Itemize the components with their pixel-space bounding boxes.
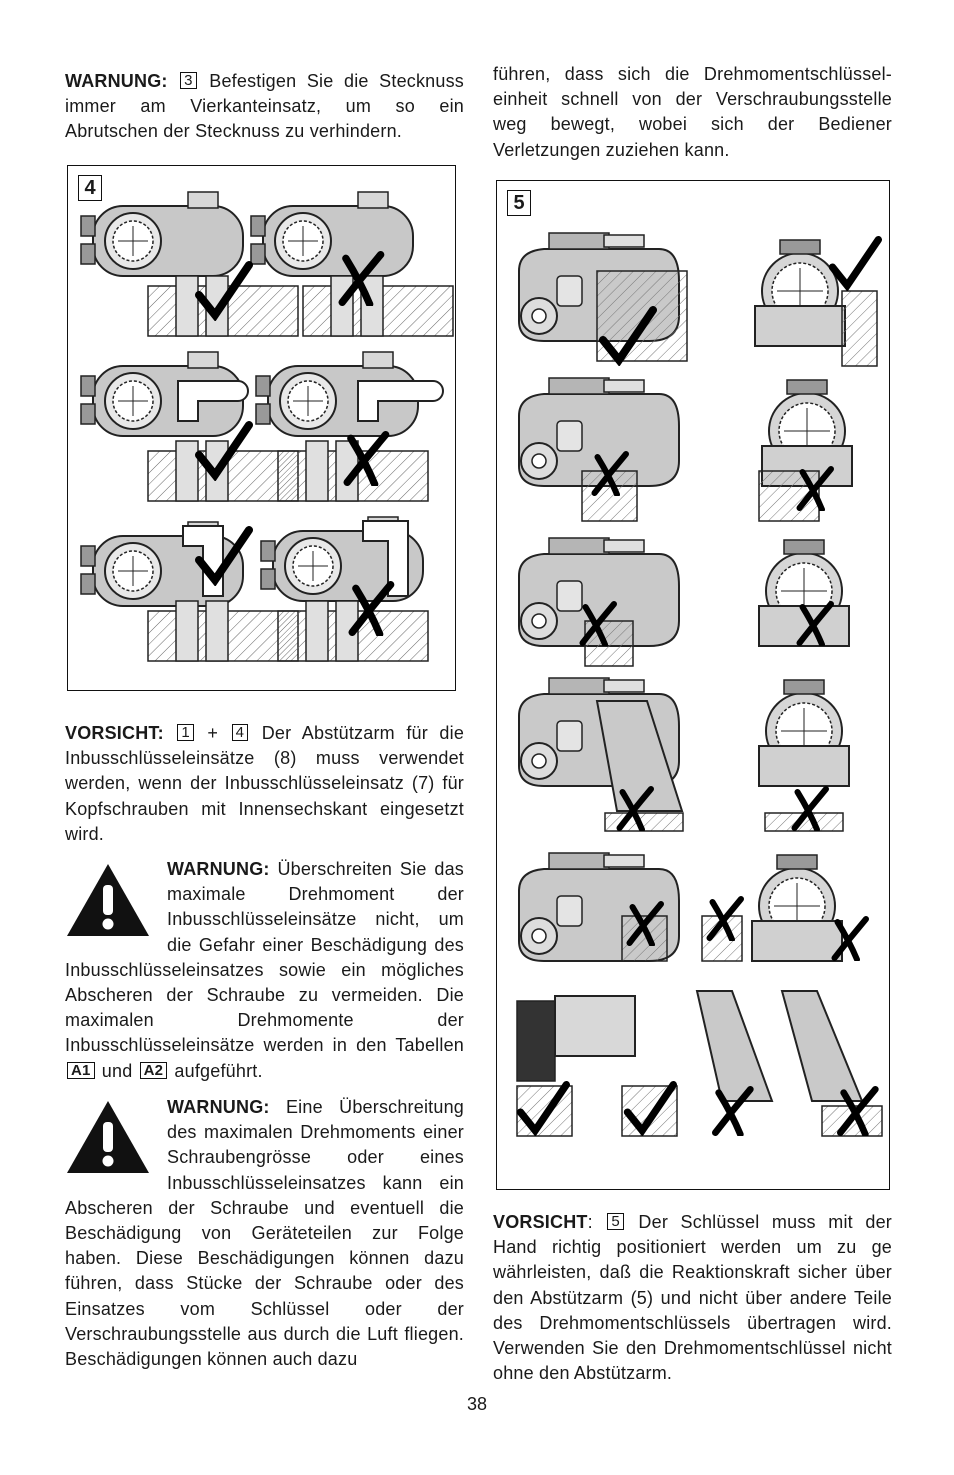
caution-label: VORSICHT:: [65, 723, 164, 743]
warning-label: WARNUNG:: [167, 1097, 270, 1117]
cross-icon: [706, 896, 744, 941]
warning-tail-text: aufgeführt.: [174, 1060, 263, 1081]
caution-text: Der Schlüssel muss mit der Hand richtig …: [493, 1212, 892, 1384]
reference-box: 5: [607, 1213, 624, 1230]
warning-triangle-icon: [67, 1101, 149, 1173]
conjunction-text: und: [101, 1060, 133, 1081]
figure-5-label: 5: [507, 190, 531, 216]
warning-triangle-icon: [67, 864, 149, 936]
warning-paragraph-2: WARNUNG: Überschreiten Sie das maximale …: [65, 857, 464, 1084]
checkmark-icon: [195, 526, 253, 586]
cross-icon: [712, 1086, 754, 1136]
cross-icon: [591, 451, 629, 496]
checkmark-icon: [828, 236, 882, 291]
figure-4-illustration: [80, 191, 454, 662]
continuation-text: führen, dass sich die Drehmomentschlüsse…: [493, 64, 892, 160]
plus-sign: +: [207, 723, 219, 743]
caution-paragraph-2: VORSICHT: 5 Der Schlüssel muss mit der H…: [493, 1210, 892, 1386]
caution-paragraph-1: VORSICHT: 1 + 4 Der Abstützarm für die I…: [65, 721, 464, 847]
caution-text: Der Abstützarm für die Inbusschlüsselein…: [65, 723, 465, 844]
warning-label: WARNUNG:: [167, 859, 270, 879]
figure-4: 4: [67, 165, 456, 691]
checkmark-icon: [516, 1081, 570, 1136]
figure-5: 5: [496, 180, 890, 1190]
warning-text: Befestigen Sie die Stecknuss immer am Vi…: [65, 71, 464, 142]
caution-colon: :: [587, 1212, 593, 1232]
cross-icon: [831, 916, 869, 961]
reference-box: 1: [177, 724, 194, 741]
cross-icon: [348, 581, 395, 636]
continuation-paragraph: führen, dass sich die Drehmomentschlüsse…: [493, 62, 892, 163]
warning-text: Überschreiten Sie das maximale Drehmomen…: [65, 859, 464, 1056]
table-reference-box: A2: [139, 1061, 168, 1079]
cross-icon: [343, 431, 390, 486]
warning-label: WARNUNG:: [65, 71, 168, 91]
cross-icon: [616, 786, 654, 831]
cross-icon: [796, 601, 834, 646]
reference-box: 4: [231, 724, 249, 741]
warning-paragraph-1: WARNUNG: 3 Befestigen Sie die Stecknuss …: [65, 69, 464, 145]
cross-icon: [626, 901, 664, 946]
checkmark-icon: [623, 1081, 677, 1136]
cross-icon: [338, 251, 385, 306]
table-reference-box: A1: [67, 1061, 95, 1079]
page-number: 38: [466, 1394, 488, 1414]
checkmark-icon: [599, 306, 657, 366]
caution-label: VORSICHT: [493, 1212, 588, 1232]
figure-5-illustration: [516, 232, 883, 1137]
checkmark-icon: [195, 261, 253, 321]
checkmark-icon: [195, 421, 253, 481]
warning-text: Eine Überschreitung des maximalen Drehmo…: [65, 1097, 464, 1370]
figure-4-label: 4: [78, 175, 102, 201]
cross-icon: [796, 466, 834, 511]
cross-icon: [837, 1086, 879, 1136]
cross-icon: [579, 601, 617, 646]
reference-box: 3: [180, 72, 197, 89]
warning-paragraph-3: WARNUNG: Eine Überschreitung des maximal…: [65, 1095, 464, 1372]
cross-icon: [791, 786, 829, 831]
